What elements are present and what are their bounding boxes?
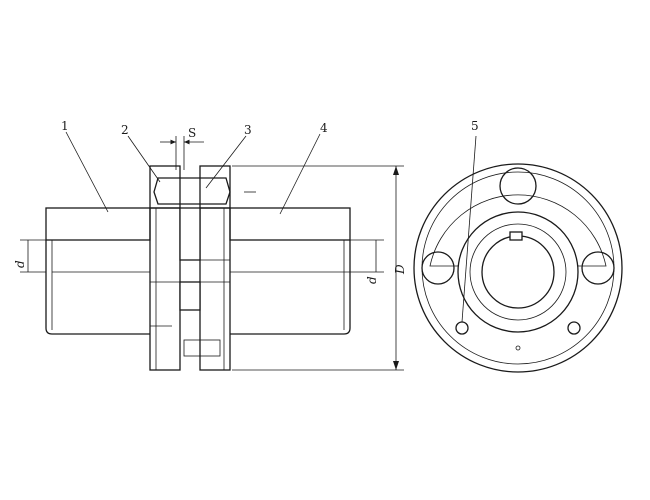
left-hub-body	[45, 240, 150, 335]
pin-bottom	[515, 345, 521, 351]
d-right-label: d	[365, 276, 379, 284]
left-flange-body	[149, 207, 181, 371]
pin-left	[455, 321, 469, 335]
right-flange-body	[199, 207, 231, 371]
gap-upper	[179, 207, 201, 261]
right-hub-body	[230, 240, 351, 335]
right-hub-section-hatch	[229, 207, 351, 241]
bore-circle	[481, 235, 555, 309]
pin-right	[567, 321, 581, 335]
D-arrow-bottom	[393, 361, 399, 370]
left-hub-section-hatch	[45, 207, 151, 241]
end-view-outer-circle	[413, 163, 623, 373]
side-section-view: S D d d 1 2 3 4	[13, 119, 407, 371]
keyway	[509, 231, 523, 241]
leader-4	[279, 133, 321, 215]
part-label-3: 3	[244, 123, 252, 137]
gap-lower	[179, 281, 201, 311]
right-hub	[229, 207, 351, 335]
leader-1	[65, 131, 109, 213]
part-label-4: 4	[320, 121, 328, 135]
part-label-1: 1	[61, 119, 69, 133]
leader-5	[461, 135, 477, 323]
right-flange-section	[199, 165, 231, 209]
lower-tooth	[183, 339, 221, 357]
hub-ring-inner	[469, 223, 567, 321]
elastomer-segment-right	[581, 251, 615, 285]
gap-dimension: S	[160, 126, 204, 170]
left-flange-section	[149, 165, 181, 209]
leader-3	[205, 135, 247, 189]
center-flanges	[149, 165, 256, 371]
gap-label: S	[188, 126, 196, 140]
part-label-2: 2	[121, 123, 129, 137]
D-label: D	[393, 264, 407, 275]
left-hub	[45, 207, 151, 335]
part-label-5: 5	[471, 119, 479, 133]
elastomer-element-section	[153, 177, 231, 205]
D-arrow-top	[393, 166, 399, 175]
elastomer-segment-top	[499, 167, 537, 205]
elastomer-segment-left	[421, 251, 455, 285]
d-left-label: d	[13, 260, 27, 268]
end-view: 5	[413, 119, 623, 373]
leader-2	[127, 135, 161, 183]
